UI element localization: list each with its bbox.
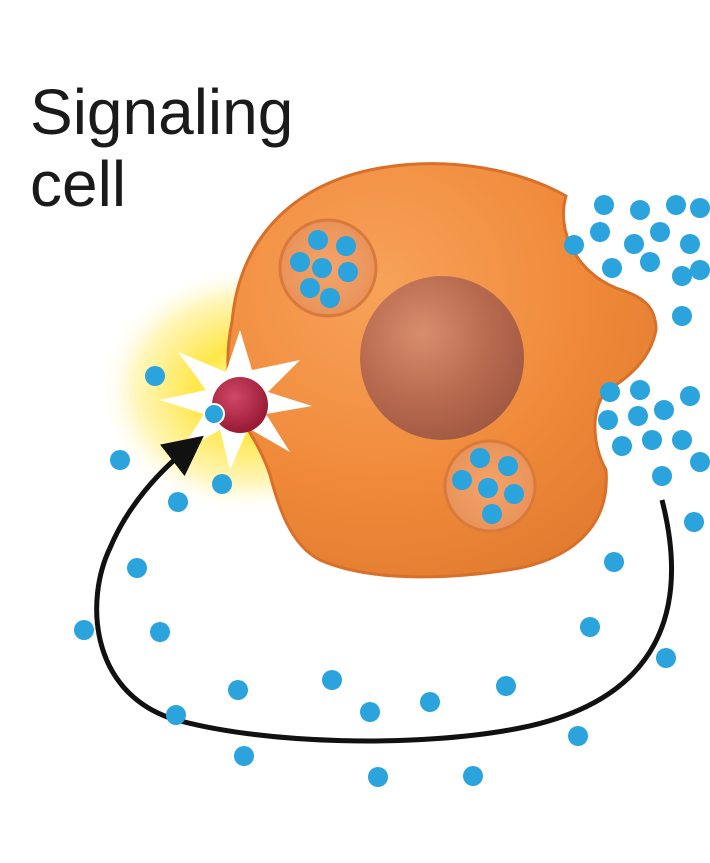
signal-molecule bbox=[150, 622, 170, 642]
signal-molecule bbox=[684, 512, 704, 532]
signal-molecule bbox=[628, 406, 648, 426]
bound-signal-molecule bbox=[203, 403, 225, 425]
signal-molecule bbox=[672, 430, 692, 450]
signal-molecule bbox=[564, 235, 584, 255]
signal-molecule bbox=[568, 726, 588, 746]
signal-molecule bbox=[338, 262, 358, 282]
signal-molecule bbox=[168, 492, 188, 512]
signal-molecule bbox=[496, 676, 516, 696]
signal-molecule bbox=[463, 766, 483, 786]
signal-molecule bbox=[498, 456, 518, 476]
signal-molecule bbox=[478, 478, 498, 498]
signal-molecule bbox=[680, 386, 700, 406]
signal-molecule bbox=[145, 366, 165, 386]
signal-molecules bbox=[74, 195, 710, 787]
signal-molecule bbox=[630, 200, 650, 220]
signal-molecule bbox=[420, 692, 440, 712]
curved-arrow bbox=[94, 435, 674, 744]
signal-molecule bbox=[680, 234, 700, 254]
signal-molecule bbox=[166, 705, 186, 725]
signal-molecule bbox=[290, 252, 310, 272]
signal-molecule bbox=[666, 195, 686, 215]
signal-molecule bbox=[590, 222, 610, 242]
signal-molecule bbox=[598, 410, 618, 430]
signal-molecule bbox=[470, 448, 490, 468]
label-line-2: cell bbox=[30, 148, 127, 220]
signal-molecule bbox=[336, 236, 356, 256]
signal-molecule bbox=[504, 484, 524, 504]
signal-molecule bbox=[452, 470, 472, 490]
signal-molecule bbox=[300, 278, 320, 298]
signal-molecule bbox=[650, 222, 670, 242]
signal-molecule bbox=[110, 450, 130, 470]
signal-molecule bbox=[594, 195, 614, 215]
signal-molecule bbox=[652, 466, 672, 486]
signal-molecule bbox=[604, 552, 624, 572]
signal-molecule bbox=[234, 746, 254, 766]
signal-molecule bbox=[312, 258, 332, 278]
signaling-cell-label: Signaling cell bbox=[30, 76, 293, 220]
signal-molecule bbox=[360, 702, 380, 722]
signal-molecule bbox=[228, 680, 248, 700]
label-line-1: Signaling bbox=[30, 76, 294, 148]
signal-molecule bbox=[602, 258, 622, 278]
receptor bbox=[212, 377, 268, 433]
signal-molecule bbox=[600, 382, 620, 402]
signal-molecule bbox=[690, 452, 710, 472]
signal-molecule bbox=[368, 767, 388, 787]
signal-molecule bbox=[642, 430, 662, 450]
signal-molecule bbox=[127, 558, 147, 578]
signal-molecule bbox=[212, 474, 232, 494]
signal-molecule bbox=[690, 198, 710, 218]
signal-molecule bbox=[580, 617, 600, 637]
nucleus bbox=[360, 276, 524, 440]
signal-molecule bbox=[672, 266, 692, 286]
signal-molecule bbox=[322, 670, 342, 690]
signal-molecule bbox=[624, 234, 644, 254]
signal-molecule bbox=[654, 400, 674, 420]
signal-molecule bbox=[612, 436, 632, 456]
signal-molecule bbox=[640, 252, 660, 272]
signal-molecule bbox=[672, 306, 692, 326]
signal-molecule bbox=[74, 620, 94, 640]
signal-molecule bbox=[320, 288, 340, 308]
signal-molecule bbox=[656, 648, 676, 668]
signal-molecule bbox=[630, 380, 650, 400]
signal-molecule bbox=[482, 504, 502, 524]
signal-molecule bbox=[690, 260, 710, 280]
signal-molecule bbox=[308, 230, 328, 250]
